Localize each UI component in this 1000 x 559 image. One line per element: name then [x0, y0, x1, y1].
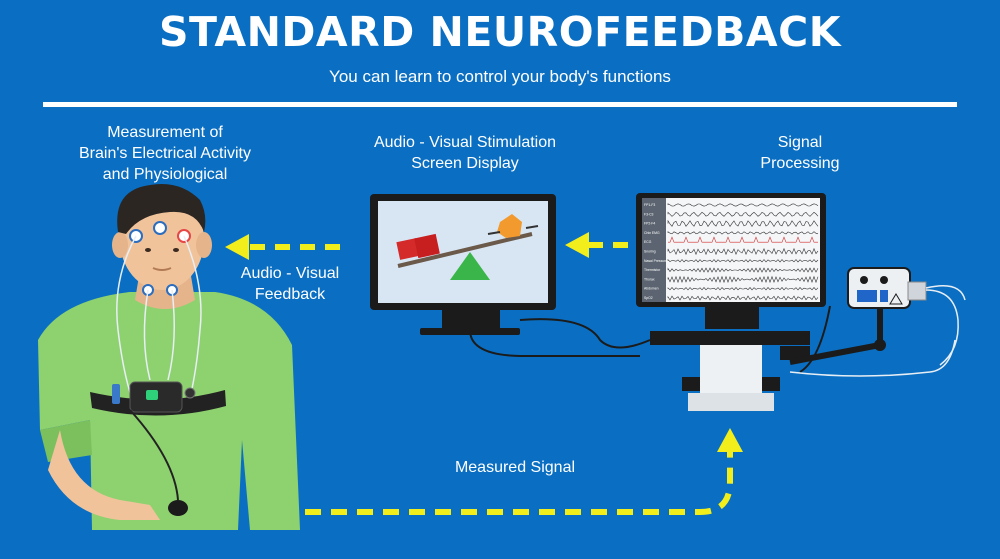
channel-trace	[667, 295, 819, 301]
electrode	[153, 221, 167, 235]
processing-label-line: Processing	[760, 155, 840, 172]
measurement-label: Measurement of Brain's Electrical Activi…	[60, 122, 270, 185]
channel-trace	[667, 219, 819, 227]
arm	[48, 430, 160, 520]
channel-label: SpO2	[644, 296, 653, 300]
channel-trace	[667, 267, 819, 273]
channel-label: Thermistor	[644, 268, 661, 272]
channel-trace	[668, 236, 818, 243]
channel-label: Abdomen	[644, 287, 659, 291]
header-divider	[43, 102, 957, 107]
channel-trace	[667, 211, 819, 217]
measurement-label-line: Measurement of	[107, 124, 223, 141]
channel-trace	[667, 287, 819, 291]
channel-label: Thorax	[644, 277, 655, 281]
stimulation-label-line: Audio - Visual Stimulation	[373, 134, 557, 151]
channel-label: FP1-F3	[644, 203, 655, 207]
stimulation-label-line: Screen Display	[411, 155, 519, 172]
channel-label: Snoring	[644, 250, 656, 254]
channel-label: ECG	[644, 240, 652, 244]
person-figure	[38, 184, 300, 530]
channel-label: Nasal Pressure	[644, 259, 667, 263]
processing-to-display-arrow	[565, 232, 628, 258]
measured-signal-label: Measured Signal	[454, 459, 576, 476]
feedback-arrow	[225, 234, 340, 260]
hair	[117, 184, 206, 234]
channel-trace	[667, 203, 819, 207]
page-title: STANDARD NEUROFEEDBACK	[159, 8, 841, 56]
channel-trace	[667, 247, 819, 256]
measurement-label-line: and Physiological	[102, 166, 228, 183]
stimulation-monitor	[370, 194, 556, 335]
channel-label: FP2-F4	[644, 222, 655, 226]
measurement-label-line: Brain's Electrical Activity	[79, 145, 251, 162]
stimulation-label: Audio - Visual Stimulation Screen Displa…	[360, 132, 570, 174]
channel-label: F3-C3	[644, 212, 654, 216]
processing-label: Signal Processing	[730, 132, 870, 174]
feedback-label-line: Audio - Visual	[240, 265, 340, 282]
channel-trace	[667, 231, 819, 235]
measured-signal-arrow	[305, 428, 743, 515]
channel-trace	[667, 259, 819, 263]
channel-label: Chin EMG	[644, 231, 660, 235]
processing-label-line: Signal	[777, 134, 823, 151]
amplifier-device	[789, 267, 966, 377]
page-subtitle: You can learn to control your body's fun…	[329, 67, 671, 86]
feedback-label-line: Feedback	[254, 286, 326, 303]
feedback-label: Audio - Visual Feedback	[225, 263, 355, 305]
channel-trace	[667, 275, 819, 284]
hand-sensor	[168, 500, 188, 516]
